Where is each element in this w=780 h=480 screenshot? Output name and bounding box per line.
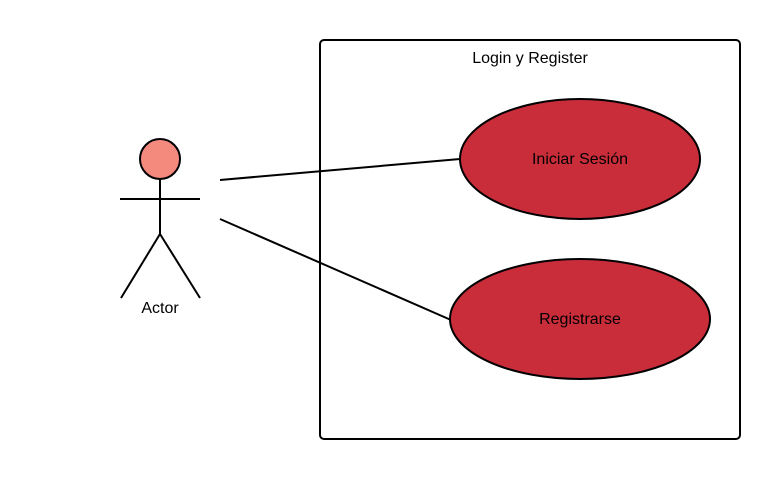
association-line-iniciar-sesion (219, 158, 461, 181)
use-case-label: Registrarse (539, 311, 621, 328)
system-boundary: Login y Register (319, 39, 741, 440)
associations (219, 158, 461, 321)
system-title: Login y Register (472, 50, 588, 67)
actor-right-leg (159, 233, 201, 299)
use-case-ellipse (449, 258, 711, 380)
use-case-iniciar-sesion: Iniciar Sesión (459, 98, 701, 220)
use-case-label: Iniciar Sesión (532, 151, 628, 168)
use-case-registrarse: Registrarse (449, 258, 711, 380)
actor-head (139, 138, 181, 180)
actor-label: Actor (141, 300, 179, 317)
association-line-registrarse (219, 218, 452, 321)
actor-left-leg (120, 233, 161, 299)
actor: Actor (120, 138, 201, 317)
use-case-ellipse (459, 98, 701, 220)
system-boundary-box (319, 39, 741, 440)
